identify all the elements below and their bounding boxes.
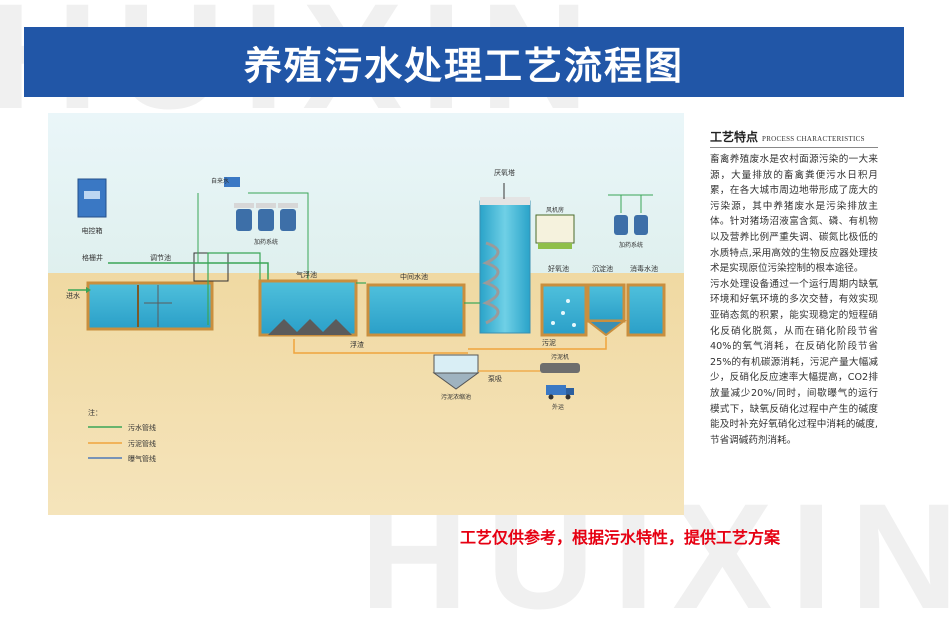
regulating-tank xyxy=(86,281,214,331)
title-bar: 养殖污水处理工艺流程图 xyxy=(24,27,904,97)
blower-room: 风机房 xyxy=(535,206,575,249)
sludge-machine: 污泥机 xyxy=(540,353,580,373)
scum-label: 浮渣 xyxy=(350,340,364,349)
inlet-arrow-head xyxy=(86,287,91,293)
dosing-system-1-label: 加药系统 xyxy=(254,238,278,246)
dosing-system-2-label: 加药系统 xyxy=(619,241,643,249)
legend: 注： 污水管线 污泥管线 曝气管线 xyxy=(88,408,156,463)
features-header: 工艺特点 PROCESS CHARACTERISTICS xyxy=(710,128,878,148)
disinfection-tank-label: 消毒水池 xyxy=(630,264,658,273)
control-box: 电控箱 xyxy=(77,178,107,235)
aerobic-tank-label: 好氧池 xyxy=(548,264,569,273)
sludge-pump-label: 泵吸 xyxy=(488,375,502,383)
disinfection-tank xyxy=(626,283,666,337)
intermediate-tank xyxy=(366,283,466,337)
sludge-machine-label: 污泥机 xyxy=(551,353,569,361)
sludge-return-label: 污泥 xyxy=(542,339,556,347)
settling-tank xyxy=(585,283,627,337)
sky-area xyxy=(48,113,684,273)
anaerobic-tower xyxy=(479,183,531,334)
blower-room-label: 风机房 xyxy=(546,206,564,214)
features-title: 工艺特点 xyxy=(710,130,759,144)
dosing-system-2: 加药系统 xyxy=(608,194,653,249)
truck: 外运 xyxy=(546,385,574,411)
truck-label: 外运 xyxy=(552,403,564,411)
aerobic-tank xyxy=(540,283,588,337)
inlet-label: 进水 xyxy=(66,291,80,300)
sludge-tank-label: 污泥浓缩池 xyxy=(441,393,471,401)
process-characteristics: 工艺特点 PROCESS CHARACTERISTICS 畜禽养殖废水是农村面源… xyxy=(710,128,878,448)
features-paragraph-1: 畜禽养殖废水是农村面源污染的一大来源，大量排放的畜禽粪便污水日积月累，在各大城市… xyxy=(710,154,878,275)
air-flotation-label: 气浮池 xyxy=(296,270,317,279)
dosing-pipe-1 xyxy=(197,192,309,283)
settling-tank-label: 沉淀池 xyxy=(592,264,613,273)
flowmeter-label: 自来水 xyxy=(211,177,229,185)
legend-title: 注： xyxy=(88,408,102,417)
screen-well-label: 格栅井 xyxy=(82,253,103,262)
legend-label-sewage: 污水管线 xyxy=(128,423,156,432)
sludge-pipe-1 xyxy=(293,339,468,354)
air-flotation-tank xyxy=(258,279,358,337)
sludge-tank: 污泥浓缩池 xyxy=(432,354,480,401)
regulating-tank-label: 调节池 xyxy=(150,253,171,262)
sewage-pipe-1 xyxy=(108,262,269,283)
page-title: 养殖污水处理工艺流程图 xyxy=(243,43,684,88)
anaerobic-tower-label: 厌氧塔 xyxy=(494,168,515,177)
process-flow-diagram: 电控箱 格栅井 调节池 进水 自来水 加药系统 气浮池 中间水池 xyxy=(48,113,684,515)
legend-label-sludge: 污泥管线 xyxy=(128,439,156,448)
flowmeter-box xyxy=(224,177,240,187)
control-box-label: 电控箱 xyxy=(82,226,103,235)
features-paragraph-2: 污水处理设备通过一个运行周期内缺氧环境和好氧环境的多次交替，有效实现亚硝态氮的积… xyxy=(710,278,878,446)
reference-note: 工艺仅供参考，根据污水特性，提供工艺方案 xyxy=(460,528,781,547)
sewage-pipe-2 xyxy=(207,252,261,325)
legend-label-aeration: 曝气管线 xyxy=(128,454,156,463)
sludge-pipe-2 xyxy=(468,337,607,350)
intermediate-tank-label: 中间水池 xyxy=(400,272,428,281)
features-title-en: PROCESS CHARACTERISTICS xyxy=(762,135,865,143)
dosing-system-1: 加药系统 xyxy=(234,203,298,246)
